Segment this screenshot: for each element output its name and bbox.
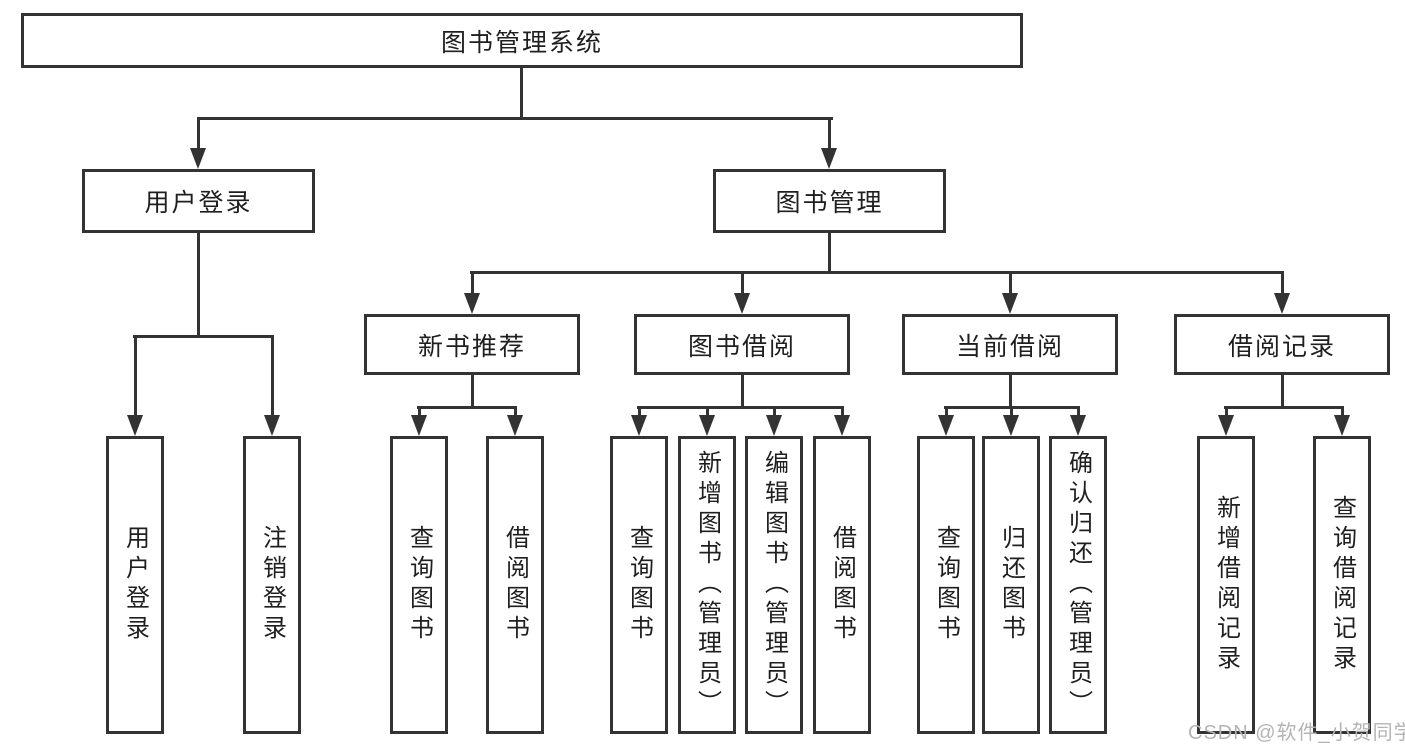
arrowhead-icon [699,415,715,436]
node-library-management-system: 图书管理系统 [21,13,1023,68]
node-label: 查询图书 [405,525,433,645]
arrowhead-icon [264,415,280,436]
connector-line [470,271,1284,274]
arrowhead-icon [411,415,427,436]
connector-line [134,335,137,417]
arrowhead-icon [766,415,782,436]
connector-line [638,406,641,418]
node-label: 借阅图书 [501,525,529,645]
node-label: 新增图书（管理员） [693,450,721,720]
arrowhead-icon [631,415,647,436]
node-confirm-return-admin: 确认归还（管理员） [1049,436,1107,734]
connector-line [271,335,274,417]
arrowhead-icon [734,293,750,314]
connector-line [1224,406,1344,409]
connector-line [514,406,517,418]
connector-line [1281,271,1284,296]
node-label: 用户登录 [121,525,149,645]
node-label: 归还图书 [997,525,1025,645]
connector-line [418,406,421,418]
arrowhead-icon [1334,415,1350,436]
arrowhead-icon [834,415,850,436]
node-new-book-recommendation: 新书推荐 [364,314,580,375]
watermark: CSDN @软件_小贺同学 [1188,722,1405,744]
connector-line [841,406,844,418]
node-label: 新增借阅记录 [1212,495,1240,675]
node-book-management: 图书管理 [713,169,946,233]
connector-line [1009,373,1012,409]
node-add-book-admin: 新增图书（管理员） [678,436,736,734]
connector-line [471,271,474,296]
connector-line [1225,406,1228,418]
connector-line [197,117,833,120]
arrowhead-icon [821,148,837,169]
arrowhead-icon [464,293,480,314]
arrowhead-icon [1003,415,1019,436]
connector-line [741,271,744,296]
arrowhead-icon [127,415,143,436]
node-current-borrowing: 当前借阅 [902,314,1118,375]
connector-line [1010,406,1013,418]
node-query-books-recommend: 查询图书 [390,436,448,734]
connector-line [1281,373,1284,409]
node-add-borrow-record: 新增借阅记录 [1197,436,1255,734]
connector-line [741,373,744,409]
node-label: 确认归还（管理员） [1064,450,1092,720]
arrowhead-icon [1274,293,1290,314]
connector-line [706,406,709,418]
node-user-login-leaf: 用户登录 [106,436,164,734]
connector-line [1077,406,1080,418]
arrowhead-icon [190,148,206,169]
connector-line [773,406,776,418]
node-label: 借阅图书 [828,525,856,645]
connector-line [945,406,948,418]
connector-line [197,231,200,338]
node-label: 查询借阅记录 [1328,495,1356,675]
connector-line [1009,271,1012,296]
connector-line [133,335,274,338]
connector-line [471,373,474,409]
node-label: 查询图书 [932,525,960,645]
arrowhead-icon [938,415,954,436]
arrowhead-icon [507,415,523,436]
node-query-books-borrowing: 查询图书 [610,436,668,734]
connector-line [520,66,523,119]
node-borrow-books-recommend: 借阅图书 [486,436,544,734]
node-book-borrowing: 图书借阅 [634,314,850,375]
node-query-borrow-record: 查询借阅记录 [1313,436,1371,734]
node-label: 查询图书 [625,525,653,645]
node-return-books: 归还图书 [982,436,1040,734]
connector-line [417,406,517,409]
connector-line [1341,406,1344,418]
arrowhead-icon [1070,415,1086,436]
connector-line [637,406,844,409]
node-user-login: 用户登录 [82,169,315,233]
node-edit-book-admin: 编辑图书（管理员） [745,436,803,734]
node-label: 编辑图书（管理员） [760,450,788,720]
node-borrowing-records: 借阅记录 [1174,314,1390,375]
node-logout: 注销登录 [243,436,301,734]
arrowhead-icon [1002,293,1018,314]
connector-line [828,117,831,150]
node-query-books-current: 查询图书 [917,436,975,734]
node-borrow-books: 借阅图书 [813,436,871,734]
arrowhead-icon [1218,415,1234,436]
node-label: 注销登录 [258,525,286,645]
connector-line [197,117,200,150]
connector-line [828,231,831,274]
